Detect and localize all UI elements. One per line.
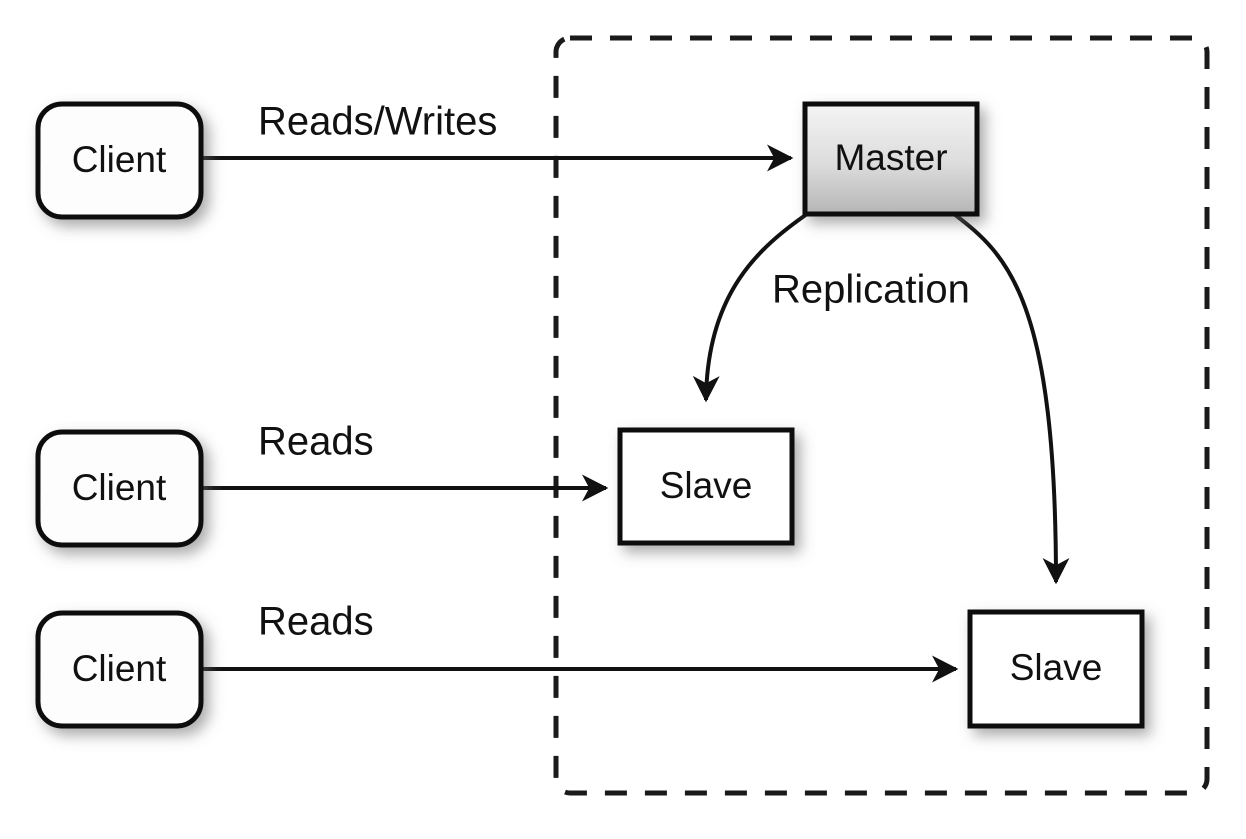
database-cluster-boundary: [553, 35, 1210, 796]
slave-1-label: Slave: [660, 465, 753, 506]
node-client-1[interactable]: Client: [35, 101, 204, 220]
client-1-label: Client: [72, 139, 167, 180]
edge-master-slave2: [952, 212, 1070, 585]
node-master[interactable]: Master: [802, 101, 980, 217]
edge-master-slave1: [692, 212, 809, 403]
slave-2-box[interactable]: [967, 609, 1145, 729]
slave-2-label: Slave: [1010, 647, 1103, 688]
client-3-box[interactable]: [35, 610, 204, 729]
node-slave-1[interactable]: Slave: [617, 427, 795, 546]
node-client-2[interactable]: Client: [35, 429, 204, 548]
client-2-box[interactable]: [35, 429, 204, 548]
edge-label-replication: Replication: [772, 268, 970, 312]
client-3-label: Client: [72, 648, 167, 689]
edge-master-slave2-curve: [952, 212, 1070, 585]
client-1-box[interactable]: [35, 101, 204, 220]
master-label: Master: [834, 137, 947, 178]
client-2-label: Client: [72, 467, 167, 508]
slave-1-box[interactable]: [617, 427, 795, 546]
edge-label-reads-middle: Reads: [258, 420, 374, 464]
edge-label-reads-bottom: Reads: [258, 600, 374, 644]
edge-label-reads-writes: Reads/Writes: [258, 100, 497, 144]
node-slave-2[interactable]: Slave: [967, 609, 1145, 729]
edge-master-slave1-curve: [692, 212, 809, 403]
node-client-3[interactable]: Client: [35, 610, 204, 729]
master-box[interactable]: [802, 101, 980, 217]
